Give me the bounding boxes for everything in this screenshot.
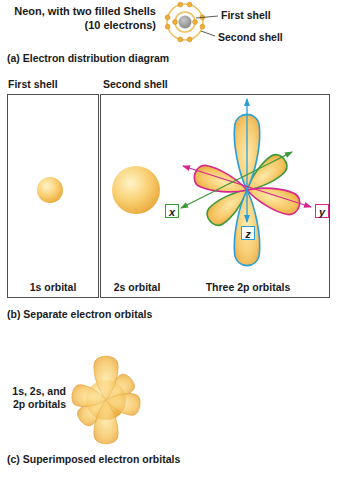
nucleus (179, 16, 192, 29)
axis-label-box: z (241, 226, 255, 240)
box-heading: Second shell (103, 78, 168, 91)
2s-sphere (112, 166, 160, 214)
electron (178, 37, 183, 42)
axis-label-box: y (315, 204, 329, 218)
x-axis-arrow (181, 152, 292, 208)
y-axis-arrow (183, 166, 311, 207)
electron (193, 20, 198, 25)
electron (187, 37, 192, 42)
z-axis-arrow (246, 99, 247, 222)
callout-label: First shell (221, 9, 271, 22)
electron (187, 2, 192, 7)
electron (200, 24, 205, 29)
axis-label-box: x (165, 204, 179, 218)
neon-atom (165, 2, 205, 42)
callout-label: Second shell (218, 31, 283, 44)
shell-box: Second shell2s orbitalThree 2p orbitalsx… (100, 94, 330, 298)
orbital-label: 2s orbital (101, 281, 173, 294)
orbital-label: 1s orbital (8, 281, 98, 294)
panel-caption: (c) Superimposed electron orbitals (7, 453, 180, 466)
electron (173, 20, 178, 25)
electron (178, 2, 183, 7)
axis-letter: z (245, 229, 251, 240)
first-shell-ring (175, 12, 195, 32)
axis-letter: x (169, 207, 175, 218)
axis-letter: y (319, 207, 325, 218)
leader-line (201, 31, 215, 36)
panel-caption: (a) Electron distribution diagram (7, 52, 169, 65)
panel-caption: (b) Separate electron orbitals (7, 308, 152, 321)
1s-sphere (37, 177, 63, 203)
electron (165, 24, 170, 29)
figure-note: Neon, with two filled Shells (10 electro… (4, 4, 156, 32)
electrons (165, 2, 205, 42)
electron (165, 15, 170, 20)
leader-line (196, 16, 218, 18)
superimposed-orbitals (70, 356, 141, 443)
second-shell-ring (167, 4, 203, 40)
box-heading: First shell (8, 78, 58, 91)
2s-sphere (86, 380, 126, 420)
figure-note: 1s, 2s, and 2p orbitals (2, 385, 66, 411)
orbital-label: Three 2p orbitals (191, 281, 305, 294)
sphere-overlay (86, 380, 126, 420)
shell-box: First shell1s orbital (7, 94, 99, 298)
